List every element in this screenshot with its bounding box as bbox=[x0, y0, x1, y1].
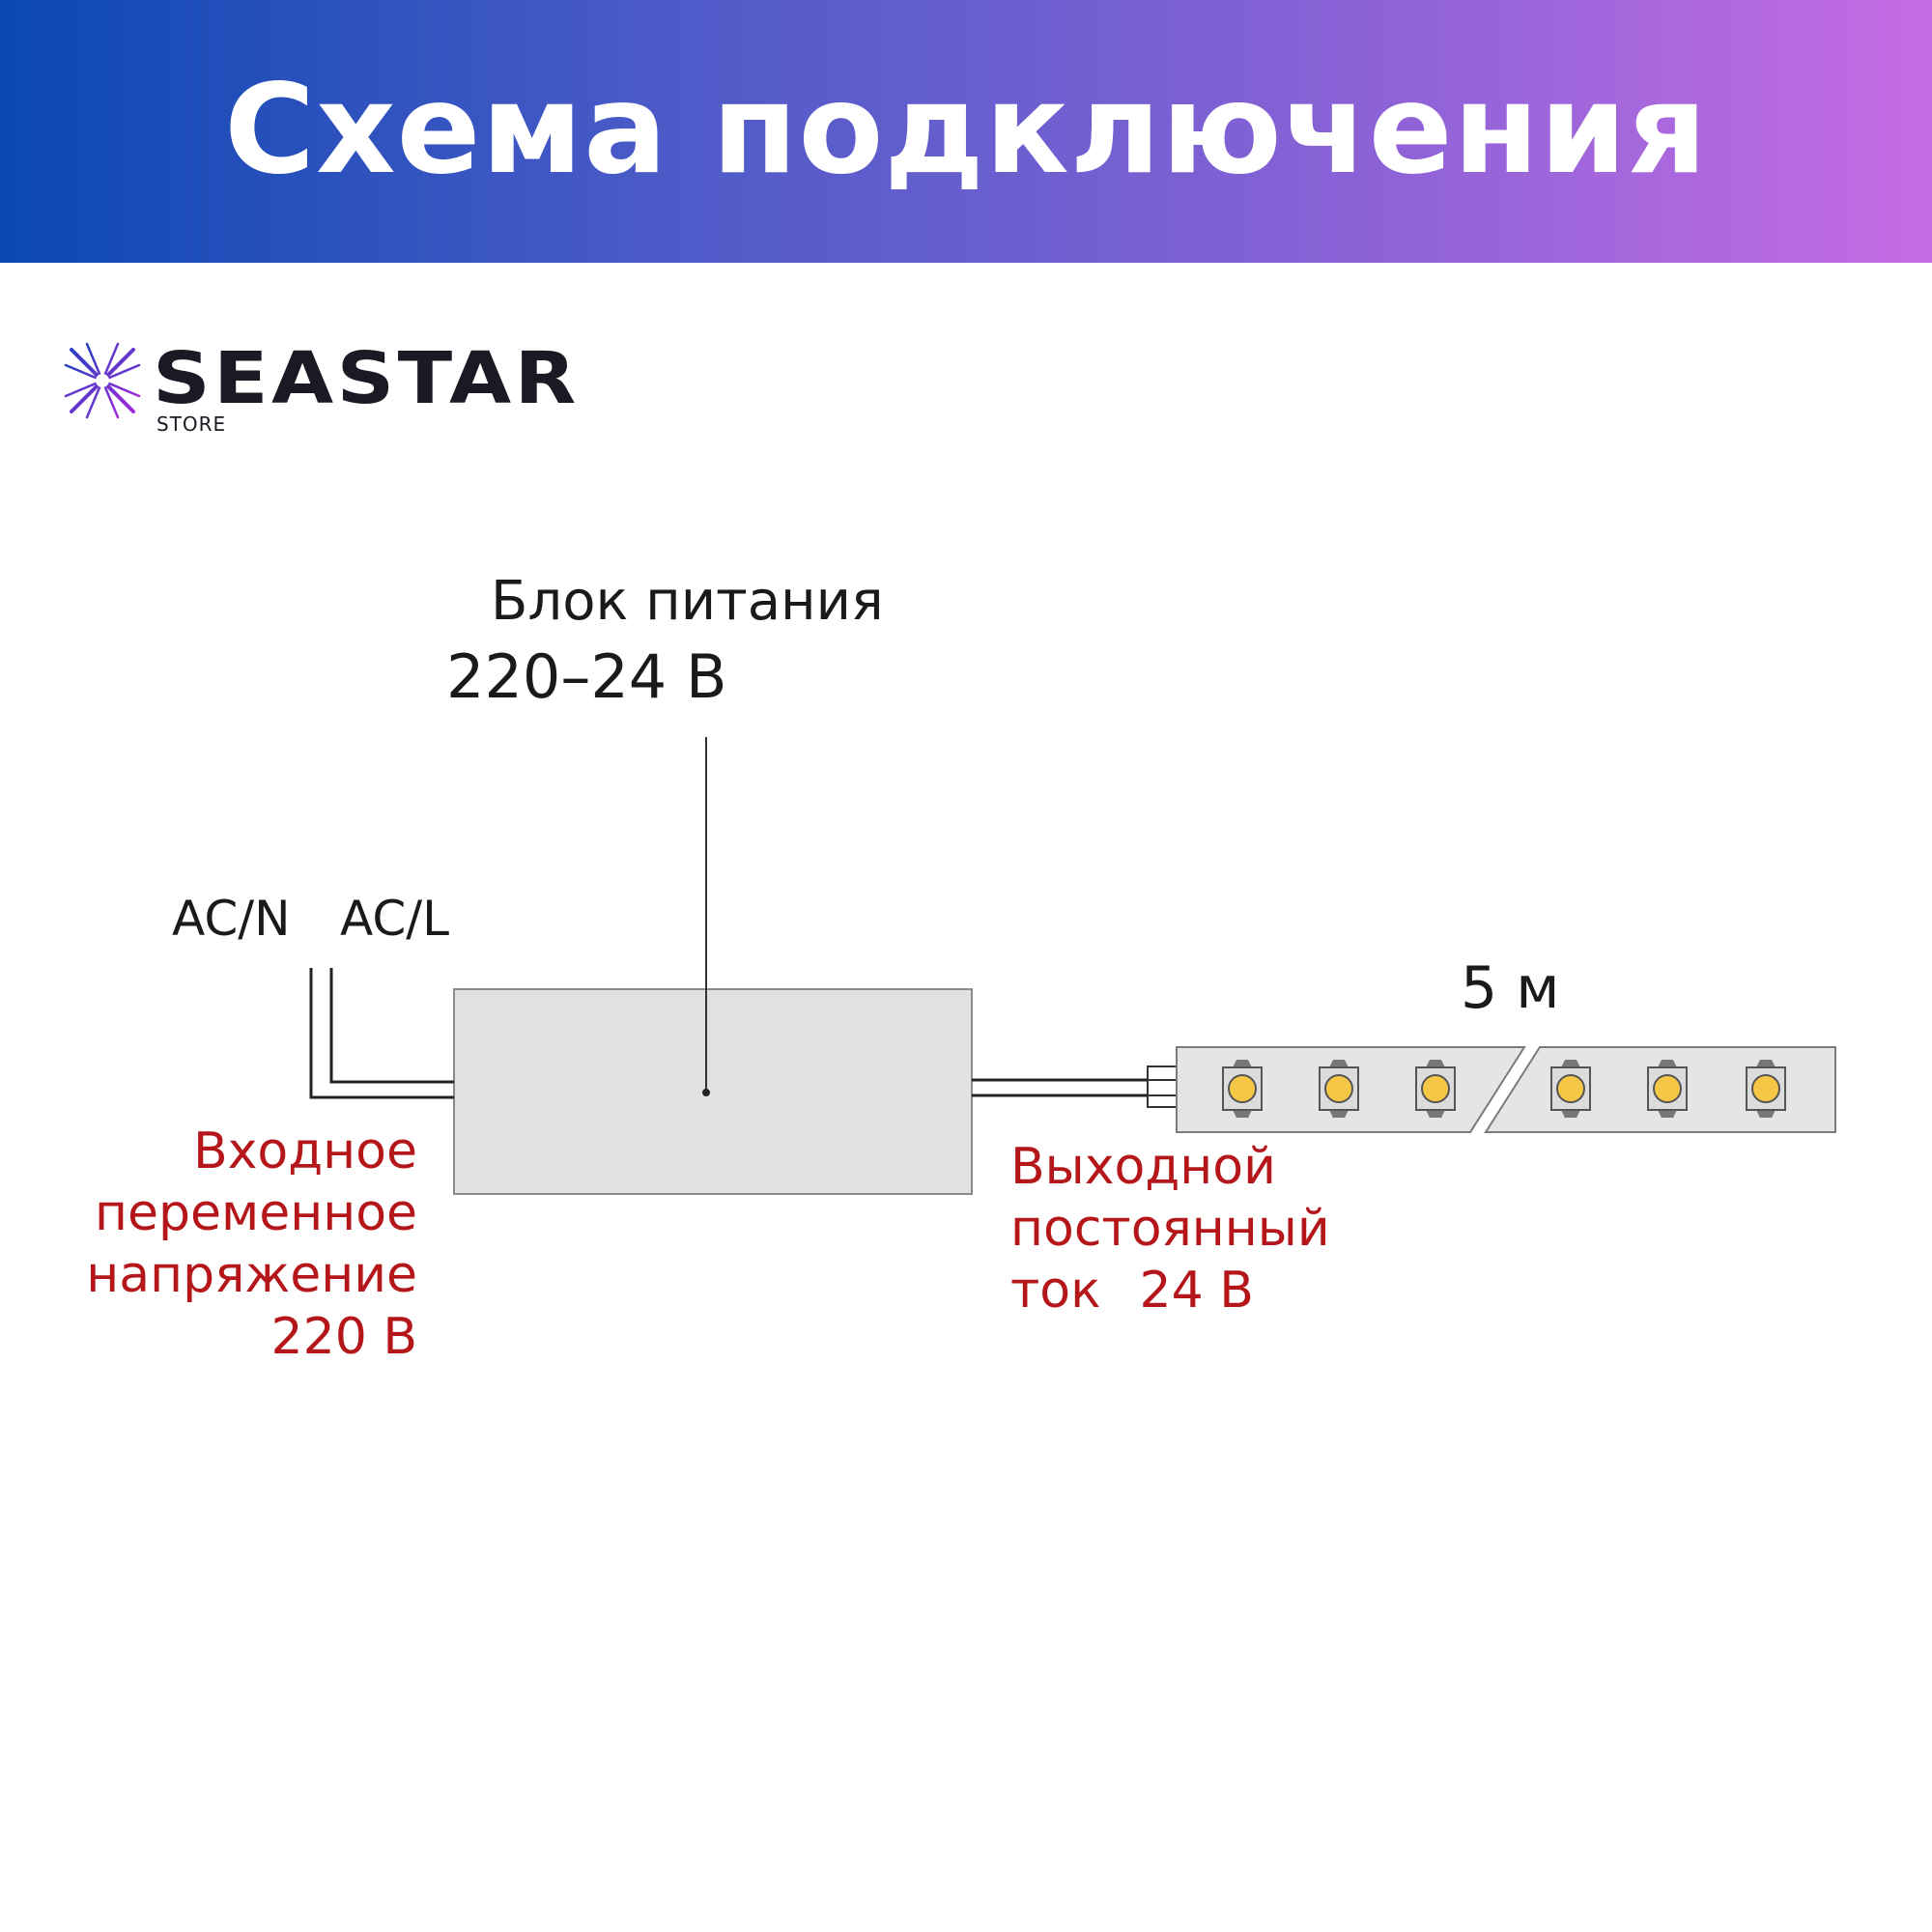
output-note-line: Выходной bbox=[1010, 1138, 1276, 1196]
page-title: Схема подключения bbox=[224, 58, 1708, 202]
brand-logo: SEASTAR STORE bbox=[54, 332, 634, 439]
input-wires bbox=[309, 968, 454, 1099]
led-chip bbox=[1746, 1060, 1786, 1118]
psu-voltage: 220–24 В bbox=[446, 641, 727, 712]
output-note-value: 24 В bbox=[1139, 1262, 1254, 1320]
input-note-line: 220 В bbox=[270, 1308, 417, 1366]
input-voltage-note: Входное переменное напряжение 220 В bbox=[39, 1121, 417, 1368]
led-chip bbox=[1222, 1060, 1263, 1118]
wire-label-line: AC/L bbox=[340, 891, 449, 947]
output-voltage-note: Выходной постоянный ток 24 В bbox=[1010, 1136, 1397, 1321]
input-note-line: переменное bbox=[94, 1184, 417, 1242]
led-chip bbox=[1647, 1060, 1688, 1118]
input-note-line: Входное bbox=[192, 1122, 417, 1180]
input-note-line: напряжение bbox=[86, 1246, 417, 1304]
psu-leader-dot bbox=[702, 1089, 710, 1096]
header-banner: Схема подключения bbox=[0, 0, 1932, 263]
output-wires bbox=[972, 1078, 1148, 1097]
psu-label: Блок питания bbox=[491, 570, 884, 633]
wire-label-neutral: AC/N bbox=[172, 891, 291, 947]
led-chip bbox=[1415, 1060, 1456, 1118]
led-chip bbox=[1550, 1060, 1591, 1118]
output-note-word: ток bbox=[1010, 1262, 1101, 1320]
led-chip bbox=[1319, 1060, 1359, 1118]
power-supply-box bbox=[453, 988, 973, 1195]
logo-name: SEASTAR bbox=[153, 337, 580, 420]
output-note-line-3: ток 24 В bbox=[1010, 1260, 1397, 1321]
star-burst-icon bbox=[55, 333, 150, 428]
strip-length: 5 м bbox=[1461, 954, 1560, 1022]
output-note-line: постоянный bbox=[1010, 1200, 1330, 1258]
logo-subtitle: STORE bbox=[156, 412, 227, 436]
